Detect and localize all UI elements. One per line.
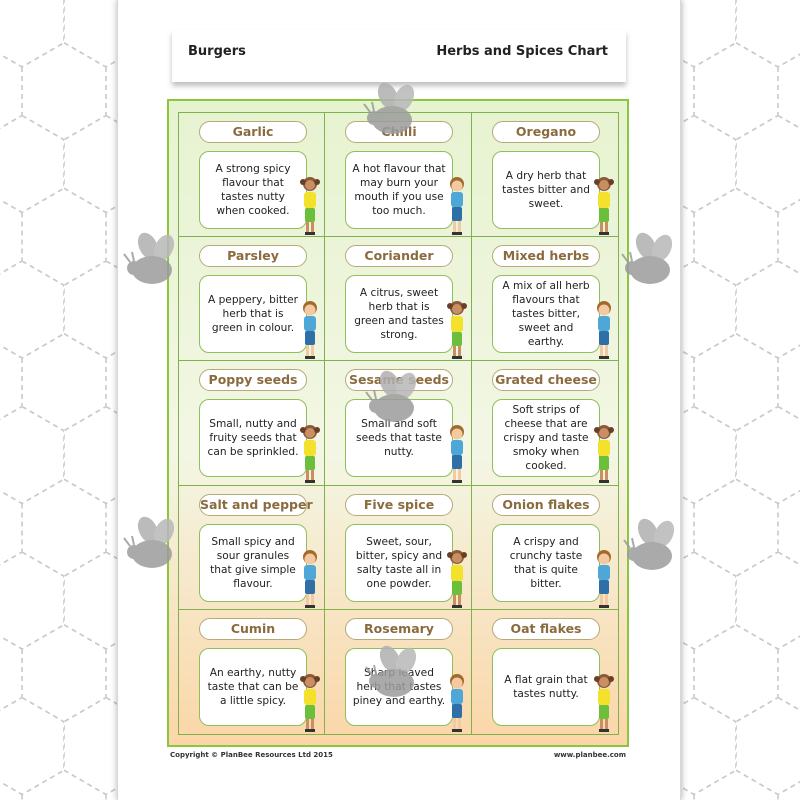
boy-character-icon	[299, 299, 321, 361]
girl-character-icon	[299, 423, 321, 485]
bee-watermark-icon	[620, 518, 680, 578]
herb-name-label: Garlic	[199, 121, 307, 143]
girl-character-icon	[593, 423, 615, 485]
herb-description: A mix of all herb flavours that tastes b…	[492, 274, 600, 353]
herb-description: A flat grain that tastes nutty.	[492, 648, 600, 727]
herb-description: Soft strips of cheese that are crispy an…	[492, 399, 600, 478]
herb-name-label: Parsley	[199, 244, 307, 267]
herb-description: Sweet, sour, bitter, spicy and salty tas…	[345, 523, 453, 602]
herb-card: Parsley A peppery, bitter herb that is gr…	[178, 236, 325, 362]
copyright-text: Copyright © PlanBee Resources Ltd 2015	[170, 751, 333, 759]
herb-name-label: Five spice	[345, 493, 453, 516]
herb-card: Oat flakes A flat grain that tastes nutty…	[472, 610, 619, 735]
header-band	[172, 30, 626, 82]
herb-name-label: Mixed herbs	[492, 244, 600, 267]
bee-watermark-icon	[362, 370, 422, 430]
herb-name-label: Rosemary	[345, 618, 453, 641]
herb-name-label: Poppy seeds	[199, 369, 307, 392]
girl-character-icon	[446, 548, 468, 610]
website-text: www.planbee.com	[553, 751, 626, 759]
boy-character-icon	[446, 672, 468, 734]
herb-description: A crispy and crunchy taste that is quite…	[492, 523, 600, 602]
herb-description: Small spicy and sour granules that give …	[199, 523, 307, 602]
boy-character-icon	[446, 423, 468, 485]
girl-character-icon	[299, 175, 321, 237]
herb-name-label: Coriander	[345, 244, 453, 267]
herb-description: A peppery, bitter herb that is green in …	[199, 274, 307, 353]
herb-name-label: Onion flakes	[492, 493, 600, 516]
bee-watermark-icon	[362, 645, 422, 705]
herb-name-label: Cumin	[199, 618, 307, 641]
boy-character-icon	[593, 548, 615, 610]
bee-watermark-icon	[360, 82, 420, 142]
herb-description: An earthy, nutty taste that can be a lit…	[199, 648, 307, 727]
herb-description: A citrus, sweet herb that is green and t…	[345, 274, 453, 353]
girl-character-icon	[299, 672, 321, 734]
bee-watermark-icon	[618, 232, 678, 292]
herb-description: Small, nutty and fruity seeds that can b…	[199, 399, 307, 478]
bee-watermark-icon	[120, 516, 180, 576]
herb-description: A strong spicy flavour that tastes nutty…	[199, 151, 307, 229]
herb-card: Oregano A dry herb that tastes bitter and…	[472, 112, 619, 237]
herb-card: Coriander A citrus, sweet herb that is gr…	[325, 236, 472, 362]
header-title: Herbs and Spices Chart	[436, 44, 608, 59]
boy-character-icon	[593, 299, 615, 361]
girl-character-icon	[446, 299, 468, 361]
herb-card-grid: Garlic A strong spicy flavour that tastes…	[178, 112, 619, 735]
girl-character-icon	[593, 175, 615, 237]
herb-card: Cumin An earthy, nutty taste that can be …	[178, 610, 325, 735]
boy-character-icon	[446, 175, 468, 237]
header-topic: Burgers	[188, 44, 246, 59]
herb-card: Garlic A strong spicy flavour that tastes…	[178, 112, 325, 237]
herb-card: Mixed herbs A mix of all herb flavours th…	[472, 236, 619, 362]
herb-description: A dry herb that tastes bitter and sweet.	[492, 151, 600, 229]
herb-name-label: Salt and pepper	[199, 493, 313, 516]
herb-name-label: Oregano	[492, 121, 600, 143]
bee-watermark-icon	[120, 232, 180, 292]
herb-name-label: Oat flakes	[492, 618, 600, 641]
herb-card: Onion flakes A crispy and crunchy taste t…	[472, 485, 619, 611]
herb-name-label: Grated cheese	[492, 369, 600, 392]
herb-card: ChilliA hot flavour that may burn your m…	[325, 112, 472, 237]
girl-character-icon	[593, 672, 615, 734]
boy-character-icon	[299, 548, 321, 610]
herb-description: A hot flavour that may burn your mouth i…	[345, 151, 453, 229]
